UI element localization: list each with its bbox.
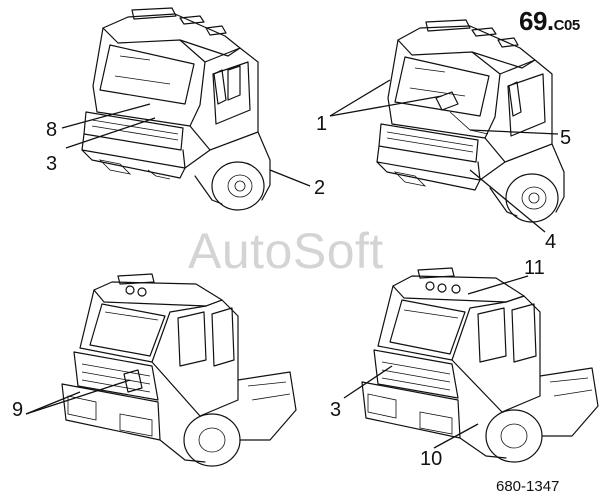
truck-cab-top-right — [376, 19, 565, 223]
callout-11: 11 — [524, 257, 545, 279]
callout-numbers: 8 3 2 1 5 4 11 9 3 10 — [12, 113, 571, 470]
page-code: 69.C05 — [519, 6, 580, 37]
callout-1: 1 — [316, 113, 327, 135]
callout-9: 9 — [12, 399, 23, 421]
callout-8: 8 — [46, 119, 57, 141]
truck-cab-bottom-right — [361, 267, 599, 463]
page-code-main: 69. — [519, 6, 554, 36]
truck-cab-bottom-left — [61, 273, 297, 467]
watermark: AutoSoft — [188, 223, 384, 279]
callout-5: 5 — [560, 127, 571, 149]
drawing-number: 680-1347 — [496, 478, 560, 495]
truck-cab-top-left — [81, 7, 271, 211]
callout-2: 2 — [314, 177, 325, 199]
callout-3-bottom: 3 — [330, 399, 341, 421]
callout-10: 10 — [420, 448, 442, 470]
page-code-suffix: C05 — [553, 17, 581, 34]
callout-4: 4 — [545, 231, 556, 253]
leader-lines — [25, 79, 559, 449]
callout-3-top: 3 — [46, 153, 57, 175]
